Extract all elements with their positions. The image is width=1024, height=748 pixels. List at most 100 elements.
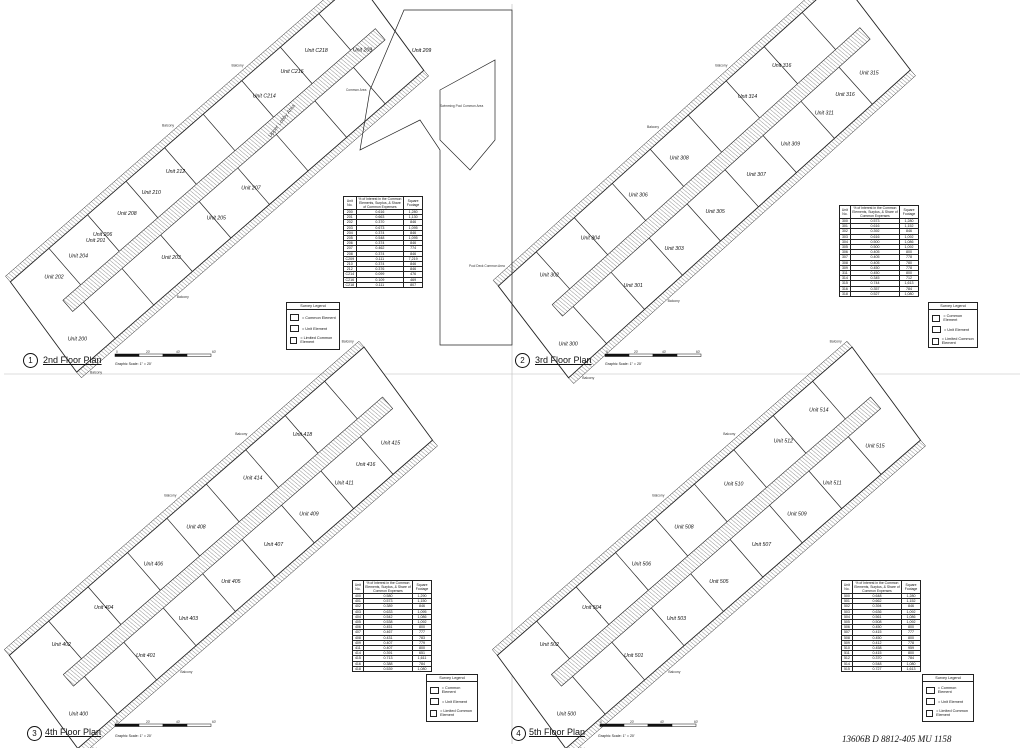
unit-label: Unit 505 <box>709 579 728 585</box>
unit-label: Unit 204 <box>69 253 88 259</box>
unit-label: Unit 500 <box>557 712 576 718</box>
table-cell: 800 <box>901 650 921 657</box>
legend-swatch <box>926 698 935 705</box>
scale-segment <box>599 723 625 727</box>
unit-divider <box>87 214 120 252</box>
scale-segment <box>652 353 678 357</box>
unit-divider <box>648 237 683 276</box>
unit-label: Unit 400 <box>69 712 88 718</box>
unit-label: Unit 403 <box>179 616 198 622</box>
table-cell: 800 <box>901 624 921 631</box>
unit-label: Unit 402 <box>52 642 71 648</box>
unit-label: Unit 401 <box>136 653 155 659</box>
unit-label: Unit 418 <box>293 432 312 438</box>
unit-label: Unit 309 <box>781 141 800 147</box>
scale-segment <box>604 353 630 357</box>
table-cell: 959 <box>901 645 921 652</box>
plan-number-1: 1 <box>23 353 38 368</box>
balcony-label: Balcony <box>177 295 189 299</box>
table-cell: 0.405 <box>849 259 901 266</box>
table-header-cell: % of Interest in the Common Elements, Su… <box>362 580 414 594</box>
unit-divider <box>241 80 274 118</box>
unit-divider <box>615 552 649 591</box>
table-cell: 846 <box>403 240 423 247</box>
unit-divider <box>801 12 836 50</box>
unit-divider <box>318 13 351 51</box>
unit-label: Unit 311 <box>815 111 834 117</box>
table-cell: 0.407 <box>362 645 414 652</box>
table-cell: 0.727 <box>851 665 903 673</box>
table-cell: 0.538 <box>362 618 414 626</box>
legend-item: = Common Element <box>290 314 336 321</box>
unit-divider <box>125 181 159 218</box>
table-cell: 7,219 <box>403 255 423 263</box>
table-cell: 0.500 <box>849 238 901 246</box>
scale-label-1: Graphic Scale: 1" = 20' <box>115 362 152 366</box>
unit-label: Unit 303 <box>664 246 683 252</box>
scale-tick: 40' <box>176 720 181 724</box>
scale-segment <box>186 723 212 727</box>
balcony-label: Balcony <box>580 747 592 748</box>
table-header-row: Unit No.% of Interest in the Common Elem… <box>841 580 921 594</box>
unit-divider <box>686 203 721 242</box>
unit-divider <box>198 201 232 239</box>
balcony-label: Balcony <box>90 370 102 374</box>
scale-tick: 60' <box>694 720 699 724</box>
legend-title: Survey Legend <box>923 675 973 682</box>
legend-swatch <box>932 337 939 345</box>
scale-tick: 20' <box>146 350 151 354</box>
unit-label: Unit 206 <box>93 232 112 238</box>
scale-segment <box>138 723 164 727</box>
unit-label: Unit 202 <box>44 274 63 280</box>
legend-item: = Common Element <box>430 686 474 694</box>
table-cell: 0.374 <box>355 250 405 257</box>
table-cell: 0.392 <box>849 228 901 235</box>
table-cell: 0.616 <box>355 208 405 216</box>
scale-segment <box>647 723 673 727</box>
unit-label: Unit 208 <box>117 211 136 217</box>
unit-table-4th-floor: Unit No.% of Interest in the Common Elem… <box>352 580 432 673</box>
balcony-label: Balcony <box>668 299 680 303</box>
table-cell: 0.467 <box>362 629 414 636</box>
table-header-row: Unit No.% of Interest in the Common Elem… <box>352 580 432 594</box>
scale-segment <box>628 353 654 357</box>
plan-title-4th-floor: 4th Floor Plan <box>45 727 102 737</box>
unit-label: Unit 512 <box>774 438 793 444</box>
unit-divider <box>83 301 116 339</box>
table-cell: 1,611 <box>412 655 432 662</box>
scale-tick: 60' <box>212 720 217 724</box>
table-cell: 1,280 <box>403 208 423 216</box>
table-cell: 1,080 <box>901 660 921 667</box>
table-cell: 0.744 <box>849 280 901 287</box>
survey-legend-1: Survey Legend = Common Element = Unit El… <box>286 302 340 350</box>
unit-label: Unit 205 <box>207 216 226 222</box>
table-cell: 1,086 <box>901 613 921 621</box>
table-header-cell: % of Interest in the Common Elements, Su… <box>355 196 405 210</box>
unit-divider <box>360 436 394 475</box>
unit-divider <box>724 169 759 208</box>
unit-table-2nd-floor: Unit No.% of Interest in the Common Elem… <box>343 196 423 289</box>
unit-divider <box>575 586 610 625</box>
legend-item: = Limited Common Element <box>290 336 336 344</box>
unit-divider <box>353 67 386 105</box>
table-cell: 0.431 <box>362 634 414 641</box>
table-cell: 1,130 <box>403 214 423 221</box>
table-cell: 779 <box>412 639 432 647</box>
unit-divider <box>654 518 688 557</box>
table-cell: 0.450 <box>849 264 901 272</box>
table-cell: 846 <box>899 228 919 235</box>
table-cell: 0.527 <box>849 290 901 298</box>
unit-divider <box>206 483 240 522</box>
unit-divider <box>48 620 82 660</box>
